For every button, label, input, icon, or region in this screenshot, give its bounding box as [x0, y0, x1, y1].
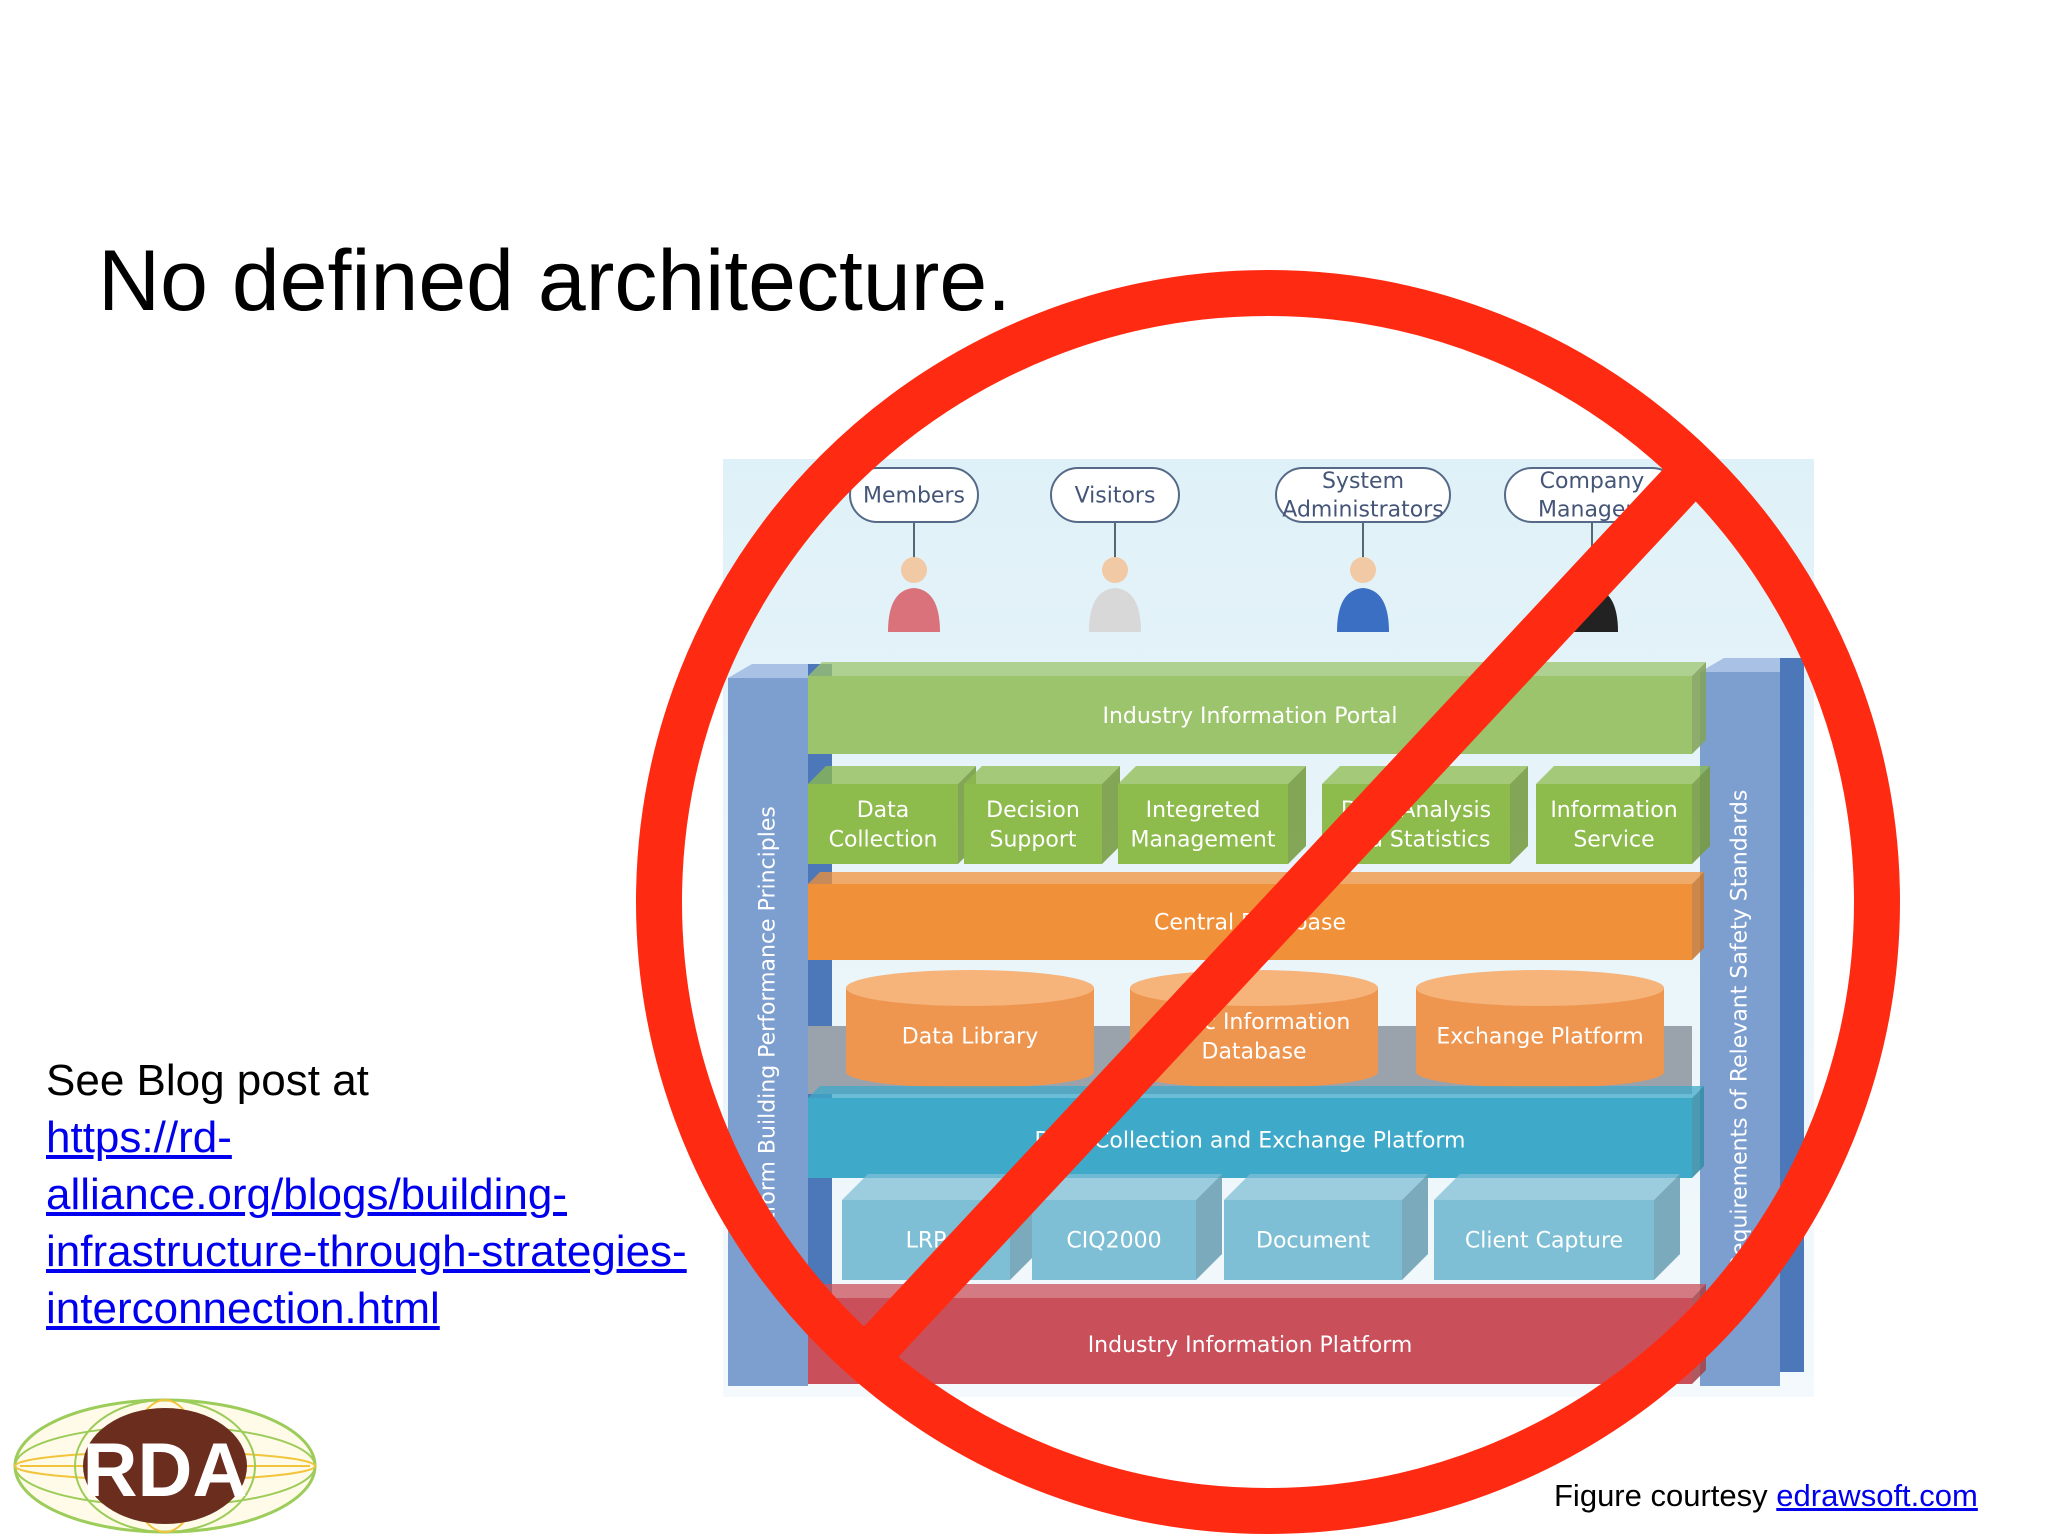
figure-courtesy: Figure courtesy edrawsoft.com: [1554, 1478, 1978, 1514]
user-body-icon: [1089, 588, 1141, 632]
function-box: [1536, 766, 1710, 864]
blog-url-line: interconnection.html: [46, 1284, 440, 1333]
user-head-icon: [1350, 557, 1376, 583]
prohibition-sign: [636, 270, 1900, 1534]
user-body-icon: [888, 588, 940, 632]
function-box: [808, 766, 976, 864]
user-bubble: [849, 467, 979, 523]
source-label: CIQ2000: [1066, 1229, 1161, 1254]
portal-label: Industry Information Portal: [1102, 704, 1397, 729]
database-label: Data Library: [902, 1025, 1038, 1050]
platform-label: Industry Information Platform: [1088, 1333, 1413, 1358]
rda-logo: RDA: [13, 1398, 317, 1534]
function-box: [964, 766, 1120, 864]
blog-url-line: https://rd-: [46, 1113, 232, 1162]
user-body-icon: [1337, 588, 1389, 632]
prohibition-circle: [636, 270, 1900, 1534]
rda-logo-text: RDA: [83, 1428, 248, 1513]
user-head-icon: [1102, 557, 1128, 583]
source-box: [1224, 1174, 1428, 1280]
blog-url-line: infrastructure-through-strategies-: [46, 1227, 687, 1276]
user-bubble: [1050, 467, 1180, 523]
blog-intro: See Blog post at: [46, 1056, 369, 1105]
source-box: [1434, 1174, 1680, 1280]
user-head-icon: [901, 557, 927, 583]
blog-link[interactable]: https://rd- alliance.org/blogs/building-…: [46, 1113, 687, 1333]
slide-title: No defined architecture.: [98, 233, 1012, 329]
blog-url-line: alliance.org/blogs/building-: [46, 1170, 567, 1219]
function-box: [1118, 766, 1306, 864]
courtesy-link[interactable]: edrawsoft.com: [1776, 1478, 1978, 1513]
side-label-left: Platform Building Performance Principles: [756, 806, 781, 1254]
user-bubble: [1275, 467, 1451, 523]
side-label-right: Requirements of Relevant Safety Standard…: [1728, 790, 1753, 1271]
source-box: [1032, 1174, 1222, 1280]
source-label: Document: [1256, 1229, 1370, 1254]
courtesy-prefix: Figure courtesy: [1554, 1478, 1768, 1513]
source-label: Client Capture: [1465, 1229, 1623, 1254]
blog-reference: See Blog post at https://rd- alliance.or…: [46, 1052, 766, 1337]
database-label: Exchange Platform: [1436, 1025, 1643, 1050]
prohibition-slash: [835, 458, 1707, 1389]
user-label: Members: [863, 483, 965, 508]
exchange-layer: [808, 1086, 1704, 1178]
user-label: Visitors: [1075, 483, 1156, 508]
